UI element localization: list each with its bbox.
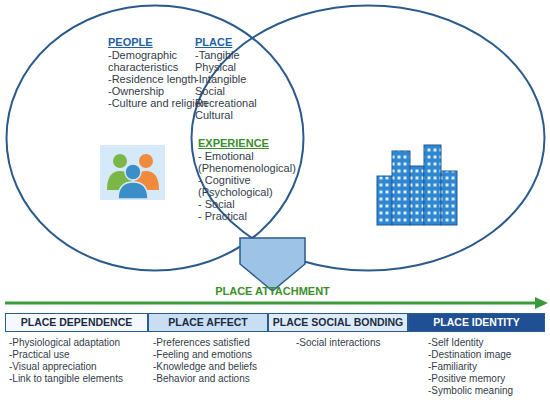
arrow-line xyxy=(5,302,537,305)
list-item: -Self Identity xyxy=(428,337,546,349)
band-heading: PLACE IDENTITY xyxy=(409,314,544,331)
circle-shape xyxy=(192,6,545,271)
building xyxy=(392,151,410,225)
text-column: -Preferences satisfied-Feeling and emoti… xyxy=(153,337,269,385)
building xyxy=(424,145,441,225)
band-heading: PLACE DEPENDENCE xyxy=(6,314,147,331)
attachment-arrow xyxy=(5,297,548,309)
axis-title: PLACE ATTACHMENT xyxy=(190,285,355,298)
list-item: -Demographic characteristics xyxy=(108,49,208,73)
text-column: -Self Identity-Destination image-Familia… xyxy=(428,337,546,397)
person-body xyxy=(118,182,148,199)
person-head xyxy=(125,164,141,180)
attachment-band: PLACE DEPENDENCE-Physiological adaptatio… xyxy=(5,313,148,332)
list-item: -Social interactions xyxy=(296,337,409,349)
list-item: -Knowledge and beliefs xyxy=(153,361,269,373)
list-item: -Tangible xyxy=(195,49,305,61)
list-item: - Practical xyxy=(198,210,306,222)
circle-heading: PLACE xyxy=(195,36,305,49)
person-head xyxy=(113,154,127,168)
text-column: -Social interactions xyxy=(296,337,409,349)
list-item: -Ownership xyxy=(108,85,208,97)
circle-heading: PEOPLE xyxy=(108,36,208,49)
list-item: Physical xyxy=(195,61,305,73)
building xyxy=(441,171,457,225)
list-item: -Intangible xyxy=(195,73,305,85)
band-heading: PLACE SOCIAL BONDING xyxy=(269,314,407,331)
text-column: -Physiological adaptation-Practical use-… xyxy=(9,337,149,385)
list-item: -Familiarity xyxy=(428,361,546,373)
list-item: -Behavior and actions xyxy=(153,373,269,385)
attachment-band: PLACE AFFECT-Preferences satisfied-Feeli… xyxy=(148,313,268,332)
buildings-icon xyxy=(377,145,457,225)
list-item: -Physiological adaptation xyxy=(9,337,149,349)
list-item: -Positive memory xyxy=(428,373,546,385)
building xyxy=(377,176,392,225)
list-item: - Emotional (Phenomenological) xyxy=(198,150,306,174)
list-item: - Social xyxy=(198,198,306,210)
list-item: -Preferences satisfied xyxy=(153,337,269,349)
list-item: -Residence length xyxy=(108,73,208,85)
list-item: - Cognitive (Psychological) xyxy=(198,174,306,198)
list-item: Recreational xyxy=(195,97,305,109)
list-item: -Symbolic meaning xyxy=(428,385,546,397)
band-heading: PLACE AFFECT xyxy=(149,314,267,331)
attachment-band: PLACE IDENTITY-Self Identity-Destination… xyxy=(408,313,545,332)
icon-background xyxy=(100,145,165,200)
list-item: -Practical use xyxy=(9,349,149,361)
people-icon xyxy=(100,145,165,200)
text-column: PEOPLE-Demographic characteristics-Resid… xyxy=(108,36,208,109)
building xyxy=(410,166,424,225)
arrow-head xyxy=(535,297,548,309)
list-item: -Culture and religion xyxy=(108,97,208,109)
attachment-band: PLACE SOCIAL BONDING-Social interactions xyxy=(268,313,408,332)
list-item: -Feeling and emotions xyxy=(153,349,269,361)
overlap-heading: EXPERIENCE xyxy=(198,137,306,150)
text-column: EXPERIENCE- Emotional (Phenomenological)… xyxy=(198,137,306,222)
list-item: -Destination image xyxy=(428,349,546,361)
list-item: Social xyxy=(195,85,305,97)
list-item: -Visual appreciation xyxy=(9,361,149,373)
text-column: PLACE-TangiblePhysical-IntangibleSocialR… xyxy=(195,36,305,121)
person-head xyxy=(139,154,153,168)
list-item: Cultural xyxy=(195,109,305,121)
list-item: -Link to tangible elements xyxy=(9,373,149,385)
pointer-shape xyxy=(240,238,305,291)
